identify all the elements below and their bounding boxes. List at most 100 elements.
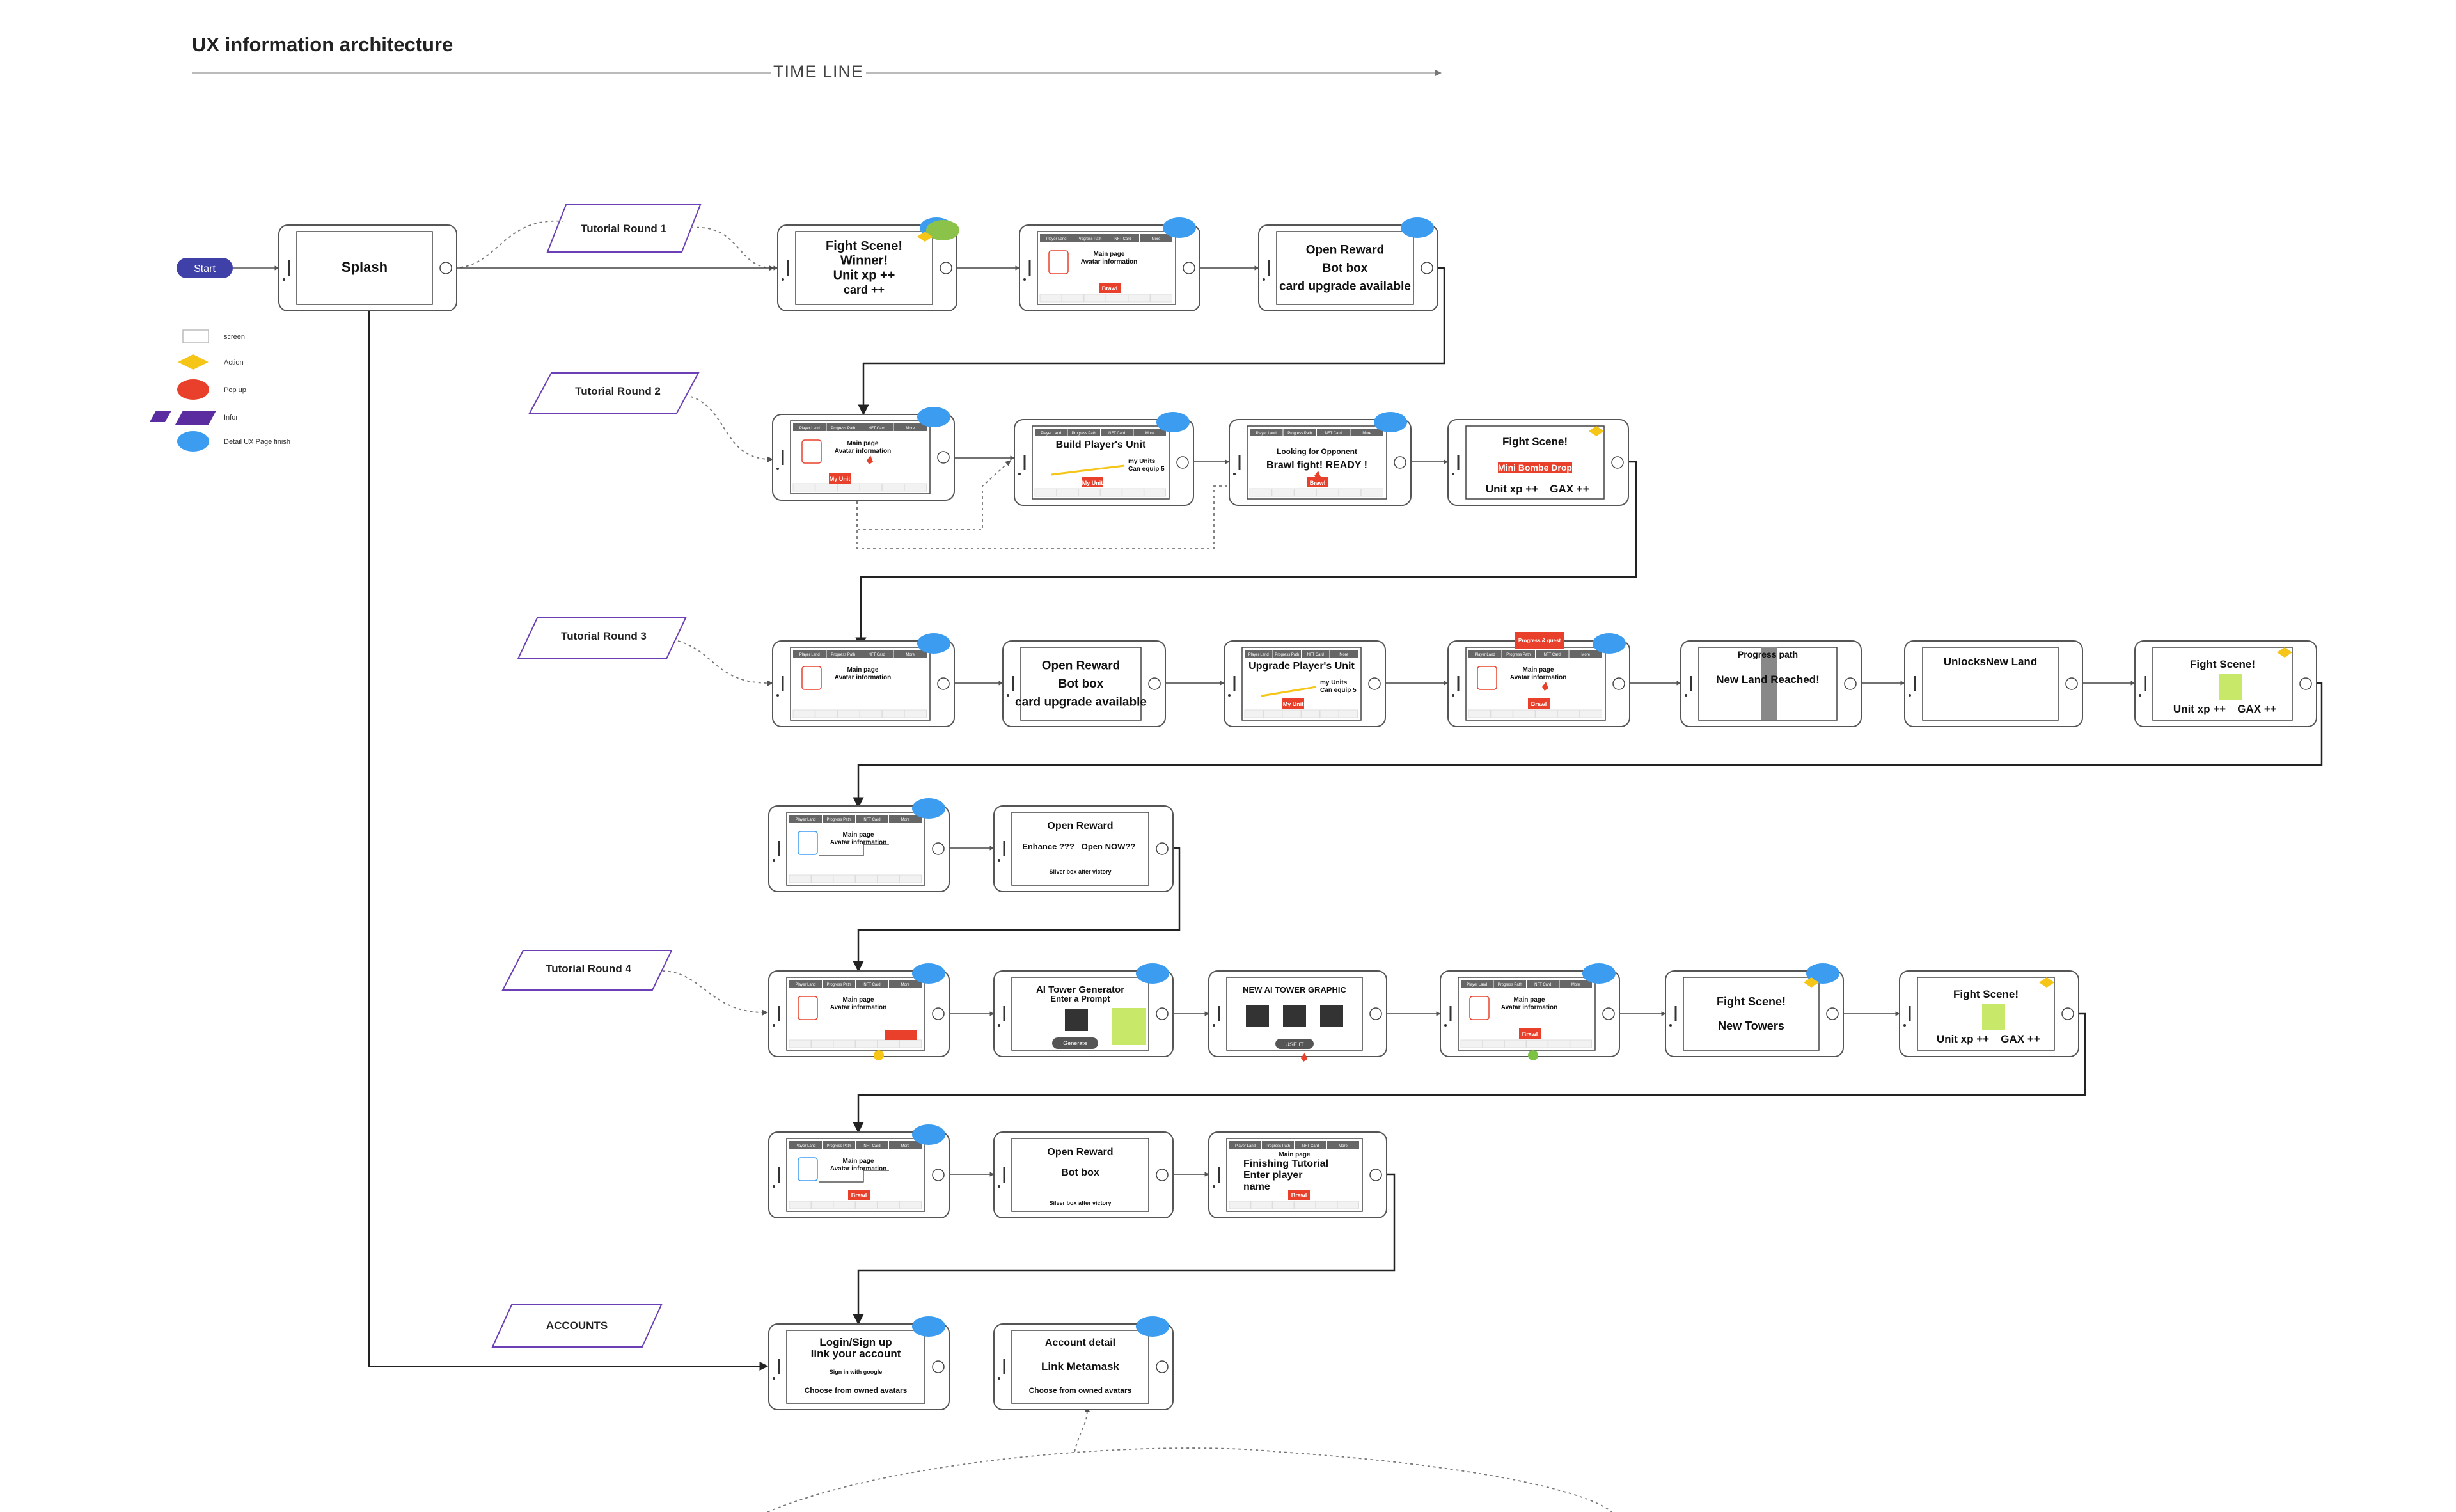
screen-text: Enter player — [1243, 1170, 1302, 1181]
nav-tab-label: Progress Path — [826, 818, 851, 822]
screen-text: Unit xp ++ — [1486, 483, 1538, 495]
nav-tab — [1330, 650, 1358, 658]
screen-text: Unit xp ++ — [1937, 1033, 1989, 1045]
nav-tab — [856, 980, 888, 988]
screen-text: Fight Scene! — [826, 239, 902, 253]
button-label: Brawl — [1291, 1192, 1307, 1199]
nav-tab — [1273, 650, 1301, 658]
nav-tab-label: More — [906, 427, 915, 430]
nav-tab-label: NFT Card — [1307, 653, 1324, 657]
legend-label: Pop up — [224, 386, 246, 394]
nav-tab — [1245, 650, 1273, 658]
bot-box-icon — [1048, 250, 1069, 274]
nav-tab-label: More — [1339, 653, 1348, 657]
nav-tab — [823, 815, 855, 823]
screen-text: New Land Reached! — [1716, 673, 1820, 686]
screen-text: card upgrade available — [1279, 280, 1411, 294]
nav-tab — [1262, 1141, 1294, 1149]
screen-text: AI Tower Generator — [1036, 984, 1124, 995]
action-diamond — [1804, 977, 1819, 988]
screen-text: Looking for Opponent — [1277, 447, 1357, 456]
detail-finished-marker — [1582, 963, 1616, 984]
nav-tab — [1502, 650, 1535, 658]
bot-box-icon — [798, 996, 818, 1020]
screen-r3-fight: Fight Scene!Unit xp ++GAX ++ — [2134, 640, 2317, 727]
screen-text: Fight Scene! — [1502, 436, 1568, 448]
screen-text: Build Player's Unit — [1056, 439, 1146, 450]
nav-tab — [1327, 1141, 1359, 1149]
nav-tab — [823, 980, 855, 988]
home-button — [932, 1360, 945, 1373]
detail-finished-marker — [917, 633, 950, 654]
nav-tab-label: NFT Card — [1108, 432, 1125, 436]
nav-tab — [789, 1141, 822, 1149]
screen-text: UnlocksNew Land — [1944, 656, 2037, 668]
detail-finished-marker — [1156, 412, 1190, 432]
home-button — [1156, 1007, 1169, 1020]
screen-text: Enter a Prompt — [1050, 994, 1110, 1004]
screen-text: Avatar information — [830, 839, 887, 846]
round-label-accounts: ACCOUNTS — [491, 1304, 663, 1348]
nav-tab — [1250, 429, 1283, 436]
legend-label: Action — [224, 359, 244, 366]
nav-tab — [856, 815, 888, 823]
detail-finished-marker — [1401, 217, 1434, 238]
red-button — [885, 1030, 917, 1040]
screen-text: Login/Sign up — [819, 1336, 892, 1348]
screen-text: Avatar information — [1501, 1004, 1558, 1011]
screen-r3-unlocks: UnlocksNew Land — [1904, 640, 2083, 727]
nav-tab-label: NFT Card — [1544, 653, 1561, 657]
button-label: Brawl — [1102, 285, 1118, 292]
screen-text: Progress & quest — [1518, 638, 1561, 643]
round-label-tutorial-2: Tutorial Round 2 — [528, 372, 700, 414]
nav-tab — [893, 650, 927, 658]
nav-tab — [889, 1141, 922, 1149]
nav-tab — [1140, 234, 1172, 242]
button-label: Brawl — [851, 1192, 867, 1199]
legend-label: screen — [224, 333, 245, 341]
nav-tab-label: NFT Card — [863, 818, 880, 822]
screen-text: my Units — [1320, 679, 1348, 686]
brawl-button — [1282, 698, 1304, 709]
dotted-connectors — [460, 220, 1612, 1512]
nav-tab — [789, 980, 822, 988]
screen-text: Bot box — [1323, 262, 1368, 275]
screen-text: GAX ++ — [2237, 703, 2276, 715]
nav-tab — [860, 423, 893, 431]
bot-box-icon — [798, 831, 818, 855]
nav-tab — [1317, 429, 1350, 436]
home-button — [1394, 456, 1406, 469]
progress-popup — [1515, 632, 1564, 649]
screen-text: Open Reward — [1047, 821, 1113, 831]
home-button — [932, 842, 945, 855]
screen-text: Unit xp ++ — [2173, 703, 2226, 715]
home-button — [932, 1007, 945, 1020]
home-button — [1611, 456, 1624, 469]
action-diamond — [1589, 426, 1604, 436]
nav-tab-label: Progress Path — [1498, 983, 1522, 987]
screen-text: Finishing Tutorial — [1243, 1158, 1328, 1169]
screen-text: Splash — [342, 259, 388, 275]
screen-text: Can equip 5 — [1128, 466, 1165, 473]
detail-finished-marker — [912, 963, 945, 984]
sticky-note — [1112, 1008, 1146, 1045]
nav-tab — [1073, 234, 1106, 242]
splash-to-accounts-connector — [368, 311, 769, 1371]
nav-tab-label: Player Land — [1046, 237, 1066, 241]
screen-text: Open NOW?? — [1082, 842, 1136, 851]
brawl-button — [848, 1190, 870, 1200]
round-label-tutorial-4: Tutorial Round 4 — [501, 950, 673, 991]
nav-tab-label: NFT Card — [869, 427, 885, 430]
nav-tab-label: Progress Path — [1275, 653, 1299, 657]
action-dot — [1528, 1050, 1538, 1060]
brawl-button — [829, 473, 851, 484]
bot-box-icon — [801, 439, 822, 464]
screen-text: New Towers — [1718, 1020, 1784, 1032]
flow-connectors — [457, 265, 2136, 1177]
